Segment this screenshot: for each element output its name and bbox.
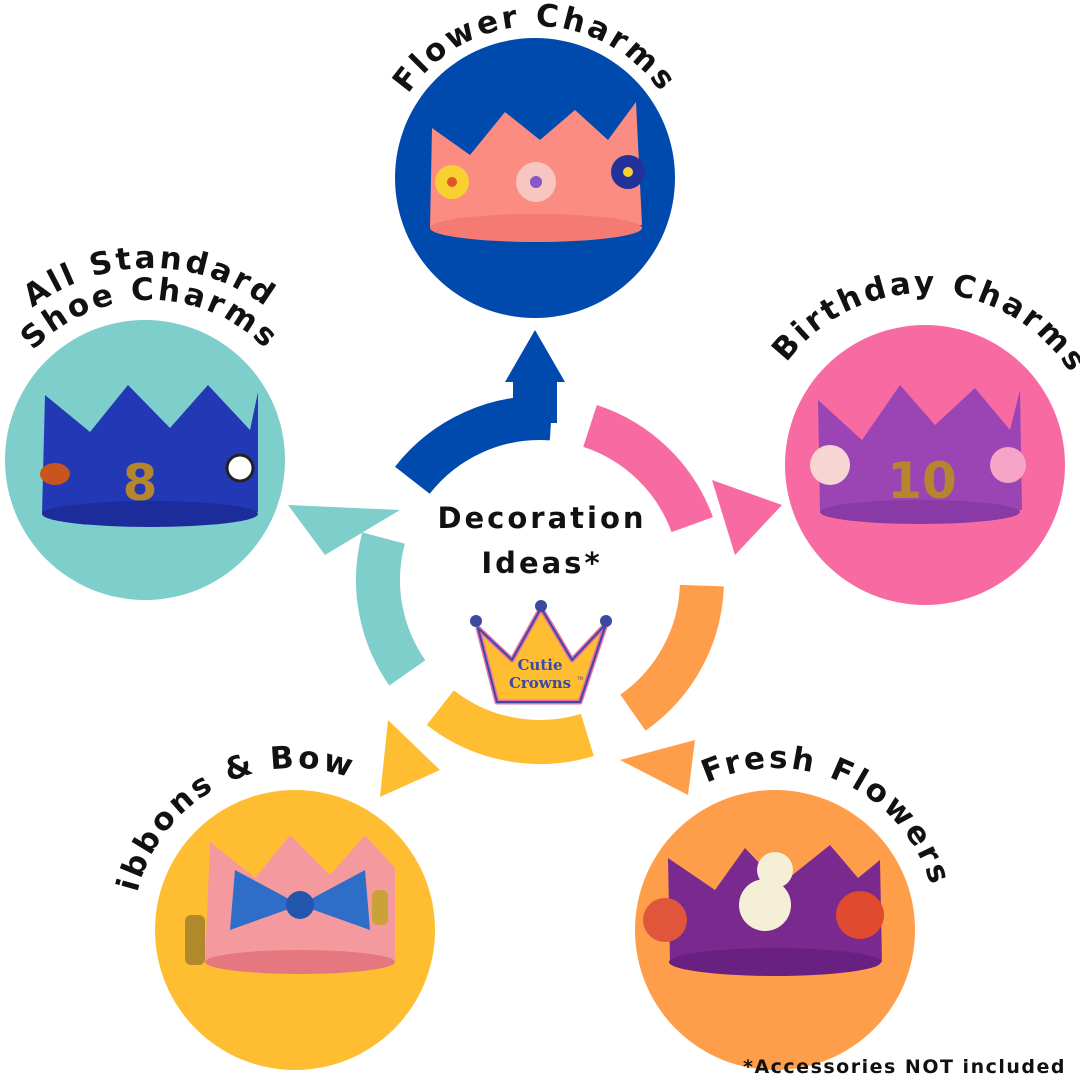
flower-charm-icon bbox=[990, 447, 1026, 483]
red-flower-icon bbox=[836, 891, 884, 939]
arrowhead-teal bbox=[288, 505, 400, 555]
pink-crown-bow-image bbox=[185, 835, 395, 974]
flower-charm-icon bbox=[810, 445, 850, 485]
center-title-line1: Decoration bbox=[437, 501, 646, 535]
white-flower-icon bbox=[739, 879, 791, 931]
arrowhead-blue bbox=[505, 330, 565, 382]
purple-crown-image: 10 bbox=[810, 385, 1026, 524]
number-8-charm: 8 bbox=[123, 454, 158, 512]
footnote: *Accessories NOT included bbox=[743, 1056, 1066, 1078]
red-flower-icon bbox=[643, 898, 687, 942]
arrow-to-fresh-flowers bbox=[619, 584, 724, 731]
cycle-arrows bbox=[288, 330, 782, 797]
logo-line2: Crowns bbox=[509, 674, 571, 692]
football-charm-icon bbox=[40, 463, 70, 485]
logo-tm: TM bbox=[576, 676, 583, 681]
pink-crown-image bbox=[430, 102, 645, 242]
number-10-charm: 10 bbox=[887, 452, 957, 510]
blue-crown-image: 8 bbox=[40, 385, 258, 527]
idea-shoe-charms: 8 All Standard Shoe Charms bbox=[5, 240, 285, 600]
cutie-crowns-logo: Cutie Crowns TM bbox=[470, 600, 612, 705]
arrow-stem-blue bbox=[513, 378, 557, 423]
arrowhead-yellow bbox=[380, 720, 440, 797]
logo-line1: Cutie bbox=[517, 656, 562, 674]
arrow-to-ribbons-bows bbox=[426, 689, 594, 764]
gold-ribbon-icon bbox=[185, 915, 205, 965]
idea-flower-charms: Flower Charms bbox=[386, 0, 681, 318]
arrowhead-pink bbox=[712, 480, 782, 555]
purple-crown-flowers-image bbox=[643, 845, 884, 976]
arrowhead-orange bbox=[620, 740, 695, 795]
arrow-to-shoe-charms bbox=[356, 532, 426, 686]
arrow-to-flower-charms bbox=[395, 396, 553, 495]
center-title-line2: Ideas* bbox=[481, 546, 602, 580]
blue-bow-icon bbox=[230, 870, 370, 930]
idea-birthday-charms: 10 Birthday Charms bbox=[765, 265, 1080, 605]
arrow-to-birthday-charms bbox=[582, 405, 713, 533]
soccer-ball-charm-icon bbox=[225, 453, 255, 483]
